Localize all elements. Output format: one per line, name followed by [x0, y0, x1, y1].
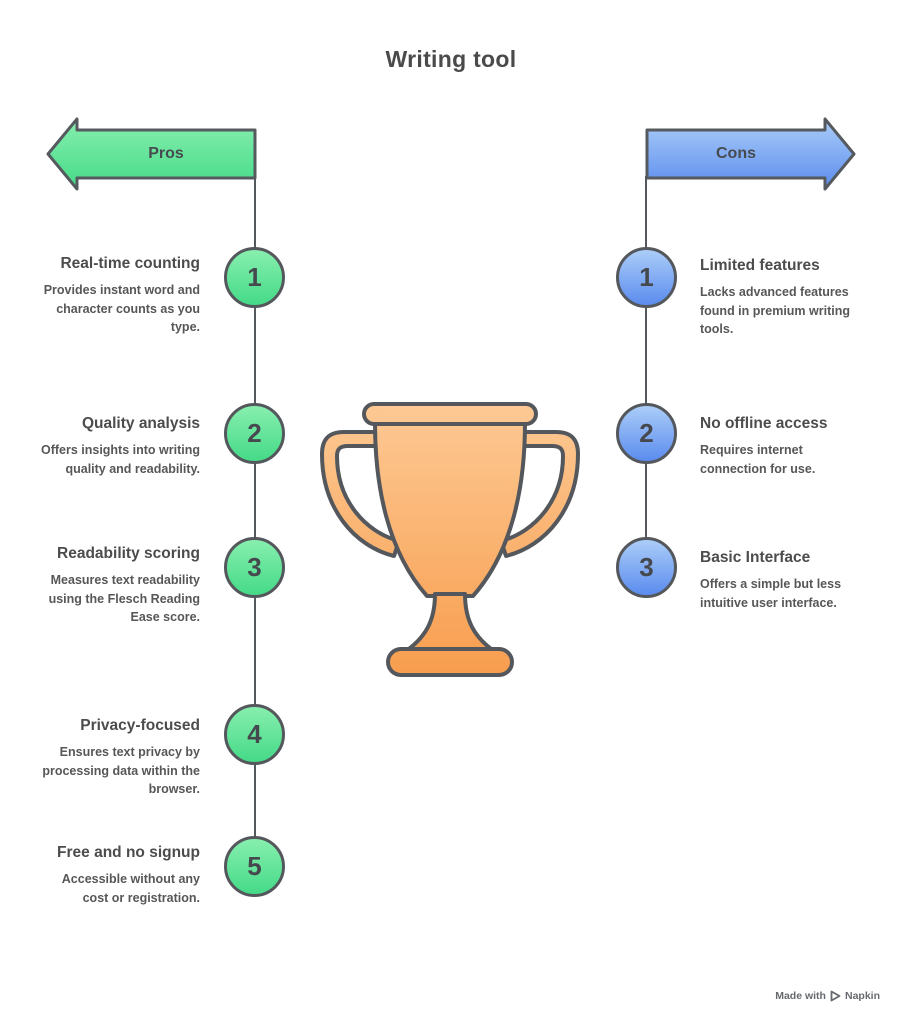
con-description: Lacks advanced features found in premium… — [700, 285, 850, 336]
left-arrow-icon — [46, 117, 257, 191]
pro-item-1: Real-time counting Provides instant word… — [38, 254, 200, 336]
node-number: 1 — [639, 262, 654, 292]
pros-node-3: 3 — [224, 537, 285, 598]
pros-node-2: 2 — [224, 403, 285, 464]
con-heading: No offline access — [700, 415, 828, 432]
pro-description: Ensures text privacy by processing data … — [42, 745, 200, 796]
node-number: 3 — [247, 552, 262, 582]
node-number: 2 — [247, 418, 262, 448]
pros-node-1: 1 — [224, 247, 285, 308]
pros-arrow-banner: Pros — [45, 117, 257, 191]
con-heading: Limited features — [700, 257, 820, 274]
pro-description: Measures text readability using the Fles… — [48, 573, 200, 624]
pro-description: Accessible without any cost or registrat… — [61, 872, 200, 905]
pro-description: Provides instant word and character coun… — [43, 283, 200, 334]
pro-item-3: Readability scoring Measures text readab… — [38, 544, 200, 626]
con-item-3: Basic Interface Offers a simple but less… — [700, 548, 872, 612]
pro-item-5: Free and no signup Accessible without an… — [38, 843, 200, 907]
watermark: Made with Napkin — [775, 990, 880, 1002]
watermark-brand: Napkin — [844, 990, 880, 1002]
pros-label: Pros — [148, 145, 184, 162]
con-description: Offers a simple but less intuitive user … — [700, 577, 842, 610]
pros-timeline-line — [254, 176, 256, 868]
node-number: 3 — [639, 552, 654, 582]
pro-item-4: Privacy-focused Ensures text privacy by … — [38, 716, 200, 798]
con-description: Requires internet connection for use. — [700, 443, 816, 476]
cons-timeline-line — [645, 176, 647, 570]
node-number: 2 — [639, 418, 654, 448]
con-item-1: Limited features Lacks advanced features… — [700, 256, 872, 338]
cons-node-1: 1 — [616, 247, 677, 308]
trophy-icon — [320, 392, 580, 682]
con-item-2: No offline access Requires internet conn… — [700, 414, 872, 478]
node-number: 1 — [247, 262, 262, 292]
cons-node-2: 2 — [616, 403, 677, 464]
node-number: 5 — [247, 851, 262, 881]
pro-item-2: Quality analysis Offers insights into wr… — [38, 414, 200, 478]
cons-node-3: 3 — [616, 537, 677, 598]
pro-heading: Quality analysis — [81, 415, 200, 432]
pro-description: Offers insights into writing quality and… — [40, 443, 200, 476]
cons-arrow-banner: Cons — [645, 117, 857, 191]
right-arrow-icon — [645, 117, 856, 191]
pro-heading: Free and no signup — [57, 844, 200, 861]
napkin-logo-icon — [830, 990, 841, 1002]
pro-heading: Real-time counting — [60, 255, 200, 272]
pros-node-5: 5 — [224, 836, 285, 897]
pros-node-4: 4 — [224, 704, 285, 765]
node-number: 4 — [247, 719, 262, 749]
page-title: Writing tool — [385, 46, 517, 72]
pro-heading: Privacy-focused — [80, 717, 200, 734]
pro-heading: Readability scoring — [57, 545, 200, 562]
watermark-text: Made with — [775, 990, 826, 1002]
cons-label: Cons — [716, 145, 756, 162]
con-heading: Basic Interface — [700, 549, 811, 566]
